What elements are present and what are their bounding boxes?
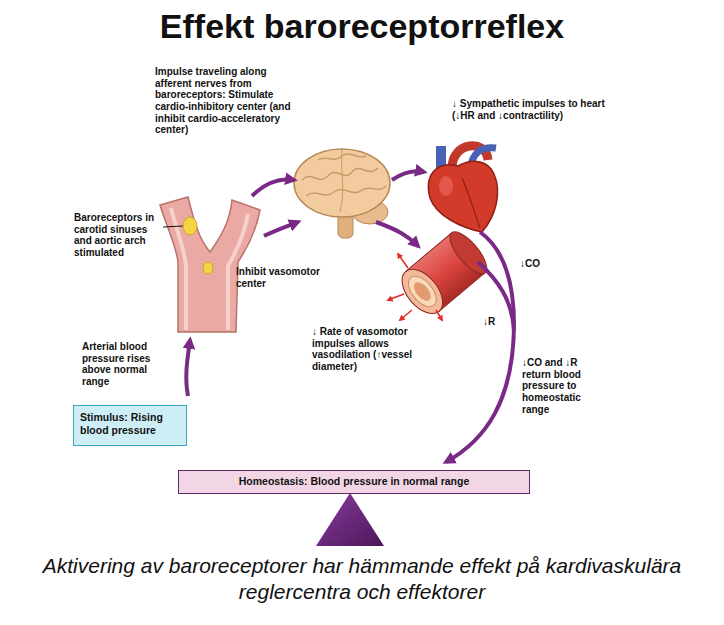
dilation-arrow <box>398 254 408 268</box>
homeostasis-bar: Homeostasis: Blood pressure in normal ra… <box>178 470 530 494</box>
reflex-arrows <box>186 171 514 462</box>
title: Effekt baroreceptorreflex <box>0 6 724 47</box>
node-text: Homeostasis: Blood pressure in normal ra… <box>187 475 521 488</box>
dilation-arrow <box>388 294 404 300</box>
annotation-label: Arterial blood pressure rises above norm… <box>82 341 176 388</box>
annotation-label: Baroreceptors in carotid sinuses and aor… <box>74 212 160 259</box>
caption: Aktivering av baroreceptorer har hämmand… <box>12 553 712 606</box>
leader-line <box>163 226 183 227</box>
carotid-artery <box>160 197 260 332</box>
annotation-label: ↓ Rate of vasomotor impulses allows vaso… <box>312 326 447 373</box>
annotation-label: ↓CO and ↓R return blood pressure to home… <box>522 357 606 415</box>
node-text: Stimulus: Rising blood pressure <box>80 411 180 436</box>
stimulus-box: Stimulus: Rising blood pressure <box>73 405 187 446</box>
annotation-label: Impulse traveling along afferent nerves … <box>155 66 295 136</box>
annotation-label: ↓ Sympathetic impulses to heart (↓HR and… <box>452 98 624 121</box>
annotation-label: Inhibit vasomotor center <box>236 266 331 289</box>
blood-vessel <box>394 227 493 321</box>
dilation-arrow <box>400 310 412 320</box>
annotation-label: ↓R <box>483 316 511 328</box>
heart <box>428 146 497 232</box>
dilation-arrow <box>436 310 442 320</box>
brain <box>294 149 390 238</box>
fulcrum <box>316 493 384 546</box>
annotation-label: ↓CO <box>520 258 560 270</box>
